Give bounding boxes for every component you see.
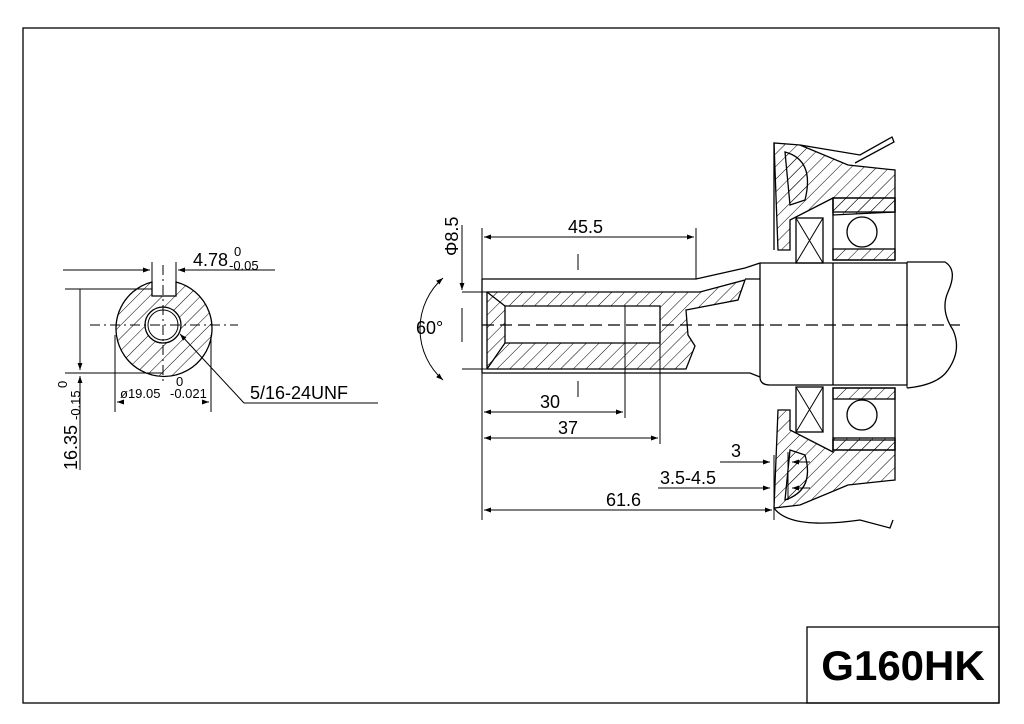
shaft-diameter-value: ø19.05 [120,386,160,401]
shaft-upper-outline [482,262,761,280]
dim-61-6: 61.6 [606,490,641,510]
keyway-depth-tol-lower: -0.15 [68,390,83,420]
dim-3: 3 [731,441,741,461]
model-title: G160HK [821,642,984,689]
center-angle: 60° [416,318,443,338]
shaft-lower-outline [482,372,761,378]
upper-seal [795,217,824,264]
shaft-diameter-tol-upper: 0 [176,374,183,389]
key-width-tol-lower: -0.05 [229,258,259,273]
dim-37: 37 [558,418,578,438]
center-hole-diameter: Φ8.5 [442,217,462,256]
lower-seal [795,386,824,433]
key-width-tol-upper: 0 [234,244,241,259]
shaft-section-body [115,281,213,378]
keyway-depth-value: 16.35 [61,425,81,470]
shaft-cross-section: 4.78 0 -0.05 16.35 0 -0.15 ø19.05 0 -0.0… [55,244,378,470]
shaft-diameter-tol-lower: -0.021 [170,386,207,401]
dim-45-5: 45.5 [568,217,603,237]
thread-spec: 5/16-24UNF [250,383,348,403]
dim-30: 30 [540,392,560,412]
key-width-value: 4.78 [193,250,228,270]
shaft-end-break [906,261,958,389]
title-block [806,626,1000,704]
drawing-border [22,27,1000,704]
shaft-side-view: 45.5 Φ8.5 60° 30 37 3 [416,136,960,529]
dim-3-5-4-5: 3.5-4.5 [660,468,716,488]
keyway-depth-tol-upper: 0 [55,381,70,388]
